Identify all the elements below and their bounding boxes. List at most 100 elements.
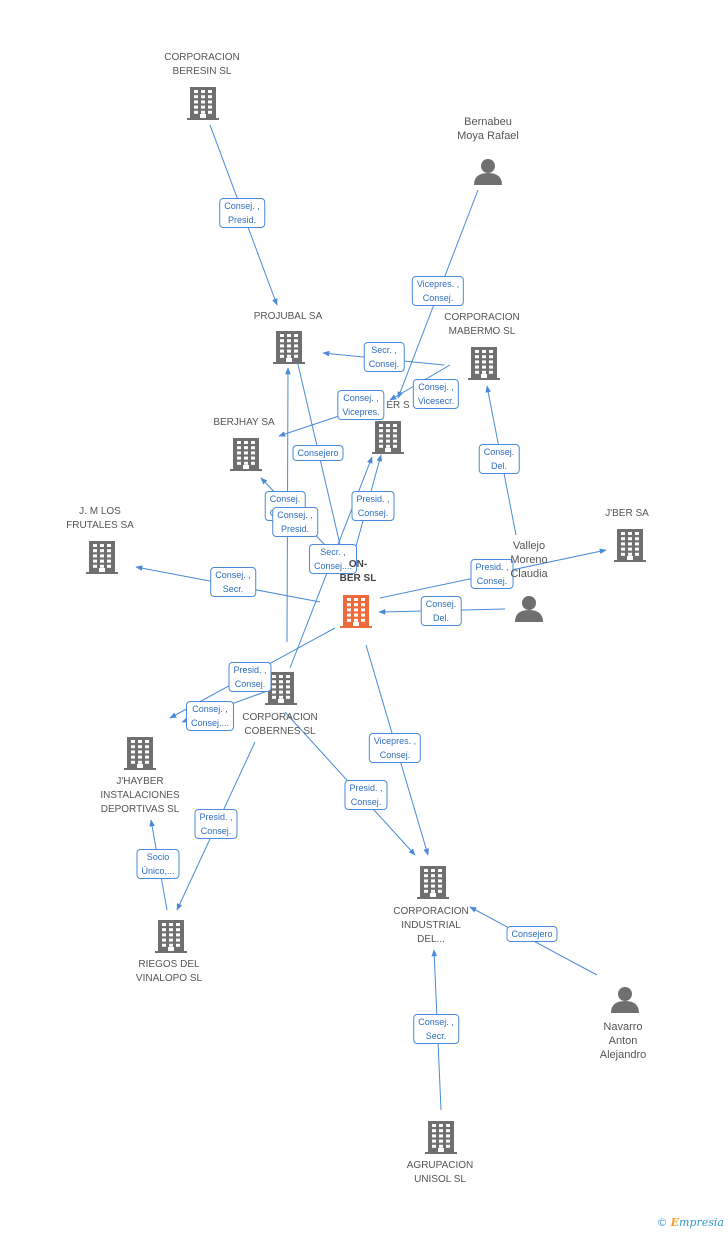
node-label-line: Vallejo <box>512 540 546 552</box>
edge-label-focus-berhidden[interactable]: Presid. ,Consej. <box>351 491 395 521</box>
node-label-line: J'HAYBER <box>116 776 164 787</box>
node-label-line: J. M LOS <box>79 506 121 517</box>
edge-label-focus-jhayber[interactable]: Presid. ,Consej. <box>228 662 272 692</box>
edge-label-line: Socio <box>146 852 170 862</box>
edge-label-line: Consej. , <box>192 704 228 714</box>
building-icon[interactable] <box>187 87 219 120</box>
node-label-berjhay[interactable]: BERJHAY SA <box>213 416 274 430</box>
node-label-line: INDUSTRIAL <box>401 920 461 931</box>
edge-label-focus-jber[interactable]: Presid. ,Consej. <box>470 559 514 589</box>
edge-label-line: Consej. <box>483 447 515 457</box>
copyright-symbol: © <box>656 1216 668 1229</box>
edge-label-focus-industrial[interactable]: Vicepres. , Consej. <box>368 733 422 763</box>
edge-label-line: Consej.... <box>313 561 353 571</box>
node-label-line: BER SL <box>339 573 377 584</box>
person-icon[interactable] <box>515 596 543 622</box>
node-label-line: AGRUPACION <box>406 1160 474 1171</box>
node-label-line: Moreno <box>510 554 548 566</box>
node-label-line: DEPORTIVAS SL <box>100 804 180 815</box>
node-label-berhidden[interactable]: ER S <box>386 399 409 413</box>
node-label-line: BERJHAY SA <box>213 417 275 428</box>
edge-label-vallejo-focus[interactable]: Consej.Del. <box>420 596 462 626</box>
person-icon[interactable] <box>611 987 639 1013</box>
node-label-line: COBERNES SL <box>244 726 316 737</box>
building-icon[interactable] <box>614 529 646 562</box>
building-icon[interactable] <box>124 737 156 770</box>
edge-label-beresin-projubal[interactable]: Consej. , Presid. <box>219 198 265 228</box>
edge-label-line: Vicesecr. <box>417 396 455 406</box>
edge-label-line: Presid. , <box>233 665 267 675</box>
building-icon[interactable] <box>86 541 118 574</box>
edge-label-line: Presid. <box>280 524 309 534</box>
node-label-cobernes[interactable]: CORPORACION COBERNES SL <box>242 711 318 739</box>
edge-label-bernabeu-berhidden[interactable]: Vicepres. ,Consej. <box>411 276 465 306</box>
edge-label-line: Vicepres. , <box>373 736 417 746</box>
person-icon[interactable] <box>474 159 502 185</box>
node-label-riegos[interactable]: RIEGOS DEL VINALOPO SL <box>136 958 202 986</box>
edge-label-cobernes-berhidden[interactable]: Secr. ,Consej.... <box>308 544 358 574</box>
edge-label-unisol-industrial[interactable]: Consej. ,Secr. <box>413 1014 459 1044</box>
building-icon[interactable] <box>372 421 404 454</box>
node-label-line: INSTALACIONES <box>100 790 180 801</box>
edge-label-line: Presid. , <box>475 562 509 572</box>
building-icon[interactable] <box>265 672 297 705</box>
node-label-line: CORPORACION <box>393 906 469 917</box>
building-icon[interactable] <box>425 1121 457 1154</box>
node-label-line: CORPORACION <box>242 712 318 723</box>
edge-label-focus-berjhay[interactable]: Consej. ,Vicepres. <box>337 390 385 420</box>
node-label-jhayber[interactable]: J'HAYBER INSTALACIONES DEPORTIVAS SL <box>100 775 179 817</box>
node-label-mabermo[interactable]: CORPORACION MABERMO SL <box>444 311 520 339</box>
edge-label-line: Consej. , <box>277 510 313 520</box>
edge-label-line: Secr. , <box>371 345 397 355</box>
edge-label-cobernes-riegos[interactable]: Presid. ,Consej. <box>194 809 238 839</box>
node-label-focus[interactable]: ON-BER SL <box>340 558 377 586</box>
node-label-line: ER S <box>386 400 410 411</box>
node-label-line: BERESIN SL <box>172 66 232 77</box>
edge-label-focus-projubal[interactable]: Consejero <box>292 445 344 461</box>
node-label-line: MABERMO SL <box>448 326 516 337</box>
building-icon[interactable] <box>230 438 262 471</box>
edge-label-line: Consej. <box>379 750 411 760</box>
node-label-jmlos[interactable]: J. M LOS FRUTALES SA <box>66 505 134 533</box>
edge-label-vallejo-mabermo[interactable]: Consej.Del. <box>478 444 520 474</box>
edge-label-mabermo-projubal[interactable]: Secr. ,Consej. <box>363 342 405 372</box>
node-label-beresin[interactable]: CORPORACION BERESIN SL <box>164 51 240 79</box>
node-label-projubal[interactable]: PROJUBAL SA <box>254 310 323 324</box>
edge-label-line: Del. <box>432 613 450 623</box>
focus-building-icon[interactable] <box>340 595 372 628</box>
edge-label-cobernes-jhayber[interactable]: Consej. , Consej.... <box>185 701 235 731</box>
node-label-line: RIEGOS DEL <box>138 959 200 970</box>
building-icon[interactable] <box>273 331 305 364</box>
edge-label-navarro-industrial[interactable]: Consejero <box>506 926 558 942</box>
edge-label-mabermo-berhidden[interactable]: Consej. , Vicesecr. <box>412 379 460 409</box>
node-label-line: CORPORACION <box>444 312 520 323</box>
edge-label-line: Vicepres. , <box>416 279 460 289</box>
edge-label-line: Presid. <box>227 215 256 225</box>
node-label-line: FRUTALES SA <box>66 520 134 531</box>
node-label-jber[interactable]: J'BER SA <box>605 507 649 521</box>
edge-label-line: Consej. , <box>418 382 454 392</box>
edge-label-line: Consej. , <box>343 393 379 403</box>
building-icon[interactable] <box>468 347 500 380</box>
edge-label-cobernes-berjhay[interactable]: Consej. , Presid. <box>272 507 318 537</box>
node-label-line: VINALOPO SL <box>135 973 203 984</box>
edge-label-line: Único,... <box>141 866 175 876</box>
edge-label-line: Consej. <box>269 494 301 504</box>
node-label-line: Alejandro <box>599 1049 647 1061</box>
building-icon[interactable] <box>417 866 449 899</box>
building-icon[interactable] <box>155 920 187 953</box>
node-label-line: CORPORACION <box>164 52 240 63</box>
edge-label-line: Consej. , <box>224 201 260 211</box>
edge-label-line: Consej. <box>200 826 232 836</box>
edge-label-focus-jmlos[interactable]: Consej. ,Secr. <box>210 567 256 597</box>
edge-label-line: Consej. , <box>418 1017 454 1027</box>
edge-label-line: Consej.... <box>190 718 230 728</box>
edge-label-cobernes-industrial[interactable]: Presid. ,Consej. <box>344 780 388 810</box>
edge-label-line: Consej. <box>357 508 389 518</box>
